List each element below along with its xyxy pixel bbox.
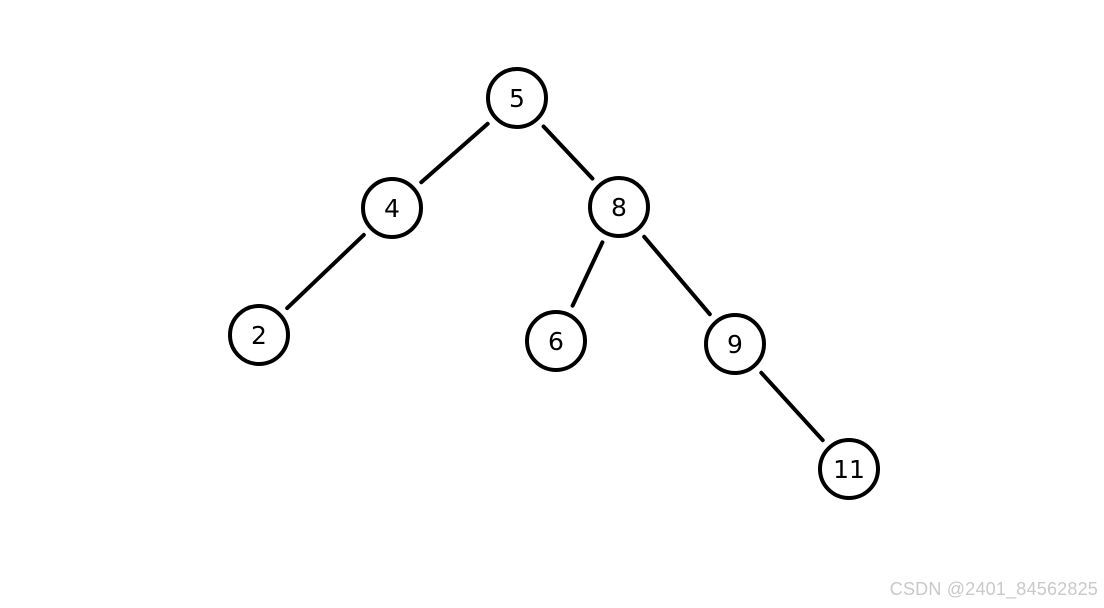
tree-nodes: 5 4 8 2 6 9 11 (228, 67, 880, 500)
tree-edges (285, 121, 825, 443)
edge-n9-n11 (759, 370, 825, 443)
tree-node-9: 9 (704, 313, 766, 375)
node-circle (588, 176, 650, 238)
node-circle (704, 313, 766, 375)
edge-n5-n4 (419, 121, 490, 185)
node-label: 8 (611, 193, 627, 222)
node-label: 6 (548, 327, 564, 356)
tree-node-8: 8 (588, 176, 650, 238)
tree-node-2: 2 (228, 304, 290, 366)
edge-n4-n2 (285, 232, 366, 311)
node-circle (818, 438, 880, 500)
node-label: 5 (509, 84, 525, 113)
node-circle (486, 67, 548, 129)
edge-n8-n9 (642, 234, 712, 317)
node-circle (228, 304, 290, 366)
csdn-watermark: CSDN @2401_84562825 (889, 579, 1098, 599)
tree-node-5: 5 (486, 67, 548, 129)
node-circle (525, 310, 587, 372)
node-label: 9 (727, 330, 743, 359)
node-label: 11 (833, 455, 865, 484)
edge-n8-n6 (570, 240, 605, 308)
node-label: 4 (384, 194, 400, 223)
node-label: 2 (251, 321, 267, 350)
tree-node-11: 11 (818, 438, 880, 500)
tree-node-4: 4 (361, 177, 423, 239)
node-circle (361, 177, 423, 239)
edge-n5-n8 (541, 124, 595, 181)
tree-node-6: 6 (525, 310, 587, 372)
